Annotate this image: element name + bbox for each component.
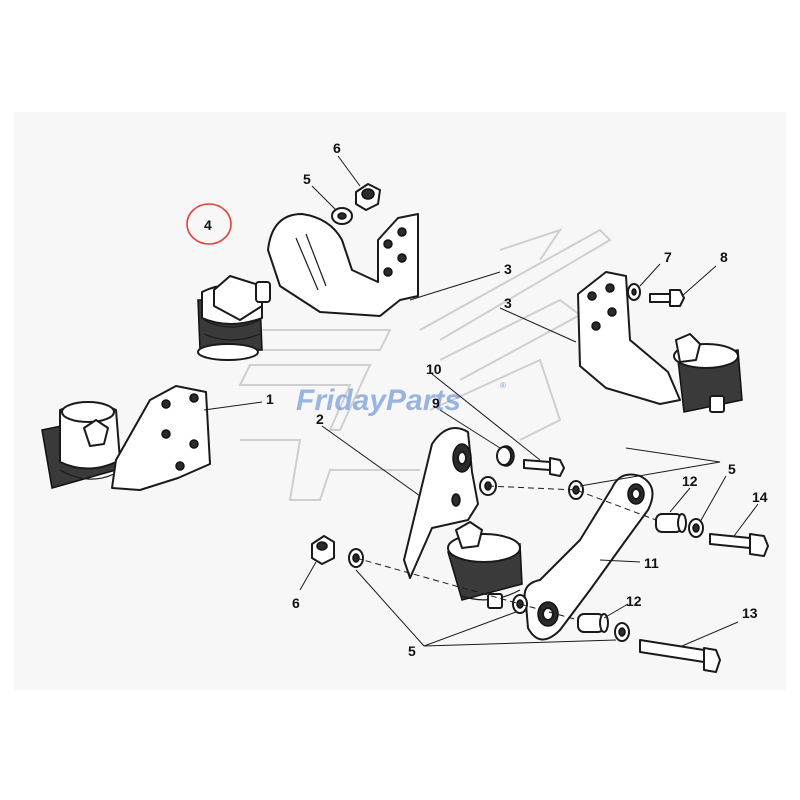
part-1-mount-bracket [41,385,211,491]
part-6-nut-lower [311,535,335,565]
part-12-spacer-upper [655,513,687,533]
callout-12-upper: 12 [682,473,698,489]
callout-13: 13 [742,605,758,621]
callout-9: 9 [432,395,440,411]
part-8-bolt [649,289,685,307]
callout-2: 2 [316,411,324,427]
callout-12-lower: 12 [626,593,642,609]
callout-5-lower: 5 [408,643,416,659]
watermark-text: FridayParts [296,384,461,417]
callout-10: 10 [426,361,442,377]
part-6-nut-top [355,183,381,211]
callout-8: 8 [720,249,728,265]
assembly-line-lower-left [355,557,521,605]
callout-6-top: 6 [333,140,341,156]
part-13-bolt [639,639,721,673]
callout-7: 7 [664,249,672,265]
part-3-upper-bracket [267,213,419,317]
callout-3-upper: 3 [504,261,512,277]
part-2-center-bracket [403,427,523,609]
callout-3-right: 3 [504,295,512,311]
callout-14: 14 [752,489,768,505]
assembly-line-upper [487,485,657,521]
leader-lines [203,155,759,647]
part-12-spacer-lower [577,613,609,633]
part-4-rubber-mount [197,275,271,361]
part-9-bolt [523,457,565,477]
callout-1: 1 [266,391,274,407]
part-3-right-bracket [577,271,743,413]
callout-4-highlight-ring [186,203,232,245]
callout-6-lower: 6 [292,595,300,611]
callout-5-right: 5 [728,461,736,477]
part-5-washer-right [688,518,704,538]
part-10-spacer [496,445,515,467]
watermark-logo [238,228,612,501]
part-5-washer-lower-right [614,622,630,642]
watermark-registered-mark: ® [500,381,506,390]
part-7-washer [627,283,641,301]
part-5-washer-top [331,207,353,225]
callout-4: 4 [204,217,212,233]
callout-11: 11 [644,555,659,571]
assembly-line-lower-mid [519,603,579,621]
part-14-bolt [709,533,769,557]
callout-5-top: 5 [303,171,311,187]
